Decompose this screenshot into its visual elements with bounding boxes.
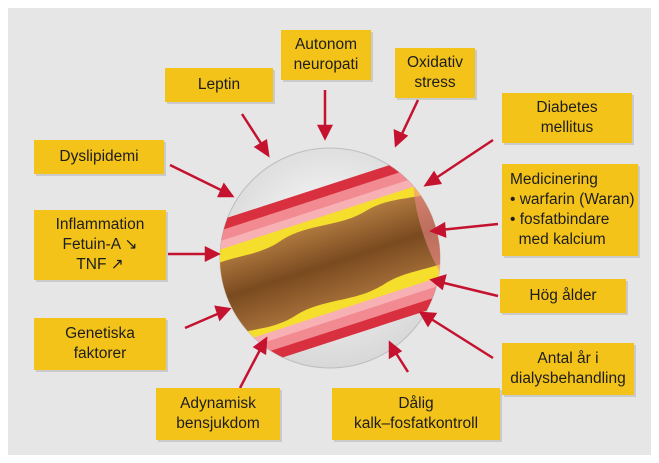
factor-autonom-neuropati: Autonom neuropati <box>281 30 371 80</box>
factor-hog-alder: Hög ålder <box>500 279 626 313</box>
factor-inflammation: Inflammation Fetuin-A ↘ TNF ↗ <box>34 210 166 280</box>
factor-antal-ar-dialys: Antal år i dialysbehandling <box>502 343 634 395</box>
factor-oxidativ-stress: Oxidativ stress <box>395 48 475 98</box>
factor-adynamisk-bensjukdom: Adynamisk bensjukdom <box>156 388 280 440</box>
factor-dyslipidemi: Dyslipidemi <box>34 140 164 174</box>
factor-genetiska-faktorer: Genetiska faktorer <box>34 318 166 370</box>
factor-diabetes-mellitus: Diabetes mellitus <box>502 93 632 143</box>
factor-leptin: Leptin <box>165 68 273 102</box>
factor-medicinering: Medicinering • warfarin (Waran) • fosfat… <box>502 164 638 256</box>
factor-dalig-kalk-fosfatkontroll: Dålig kalk–fosfatkontroll <box>332 388 500 440</box>
